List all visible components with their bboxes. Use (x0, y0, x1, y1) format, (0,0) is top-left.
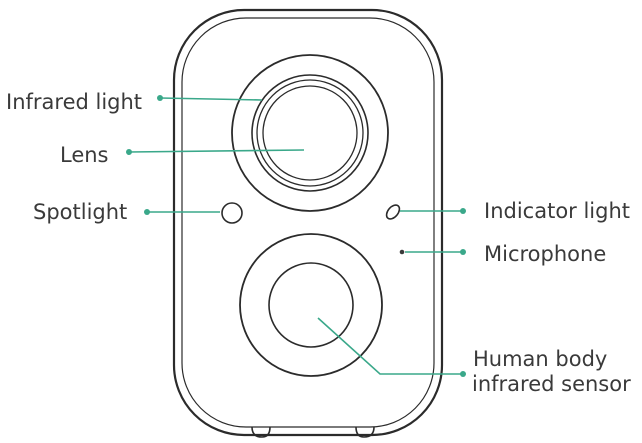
leader-dot-infrared (157, 95, 163, 101)
label-spotlight: Spotlight (33, 200, 127, 224)
label-microphone: Microphone (484, 242, 606, 266)
leader-dot-lens (126, 149, 132, 155)
leader-lines (126, 95, 466, 377)
leader-human-body (317, 317, 463, 375)
leader-lens (128, 149, 305, 153)
spotlight-circle (221, 202, 243, 224)
indicator-light-shape (385, 204, 401, 220)
leader-dot-spotlight (144, 209, 150, 215)
label-lens: Lens (60, 143, 109, 167)
leader-infrared-light (159, 97, 263, 101)
label-indicator-light: Indicator light (484, 199, 630, 223)
leader-dot-human-body (460, 371, 466, 377)
label-human-body-line1: Human body (473, 347, 607, 371)
lens-assembly (231, 54, 389, 212)
microphone-hole (399, 249, 405, 255)
label-human-body-line2: infrared sensor (472, 372, 631, 396)
pir-sensor (239, 233, 383, 377)
leader-dot-microphone (460, 249, 466, 255)
camera-body (172, 8, 444, 438)
leader-dot-indicator (460, 208, 466, 214)
label-infrared-light: Infrared light (6, 90, 142, 114)
